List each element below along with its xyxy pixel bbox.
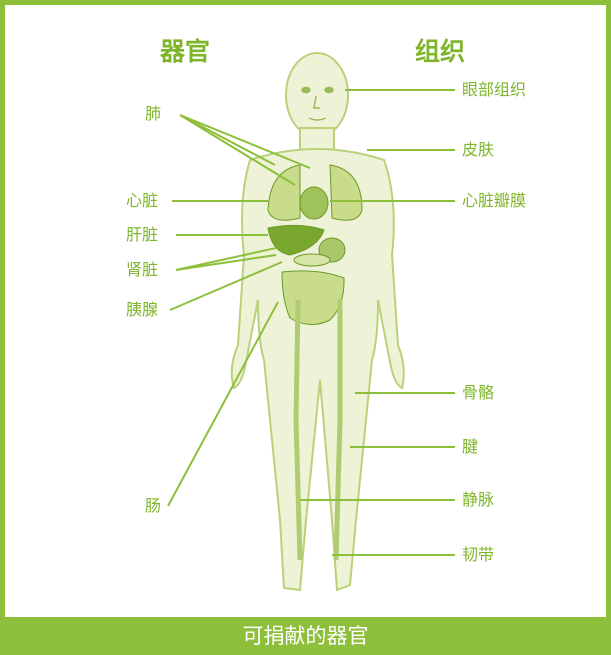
label-bone: 骨骼 xyxy=(462,383,494,403)
label-eye-tissue: 眼部组织 xyxy=(462,80,526,100)
label-heart: 心脏 xyxy=(126,191,158,211)
tissues-heading: 组织 xyxy=(415,32,465,68)
label-pancreas: 胰腺 xyxy=(126,300,158,320)
label-lung: 肺 xyxy=(145,104,161,124)
label-tendon: 腱 xyxy=(462,437,478,457)
label-intestine: 肠 xyxy=(145,496,161,516)
heart xyxy=(300,187,328,219)
footer-title: 可捐献的器官 xyxy=(0,617,611,655)
label-ligament: 韧带 xyxy=(462,545,494,565)
label-heart-valve: 心脏瓣膜 xyxy=(462,191,526,211)
label-vein: 静脉 xyxy=(462,490,494,510)
pancreas xyxy=(294,254,330,266)
organs-heading: 器官 xyxy=(160,32,210,68)
label-liver: 肝脏 xyxy=(126,225,158,245)
label-kidney: 肾脏 xyxy=(126,260,158,280)
label-skin: 皮肤 xyxy=(462,140,494,160)
